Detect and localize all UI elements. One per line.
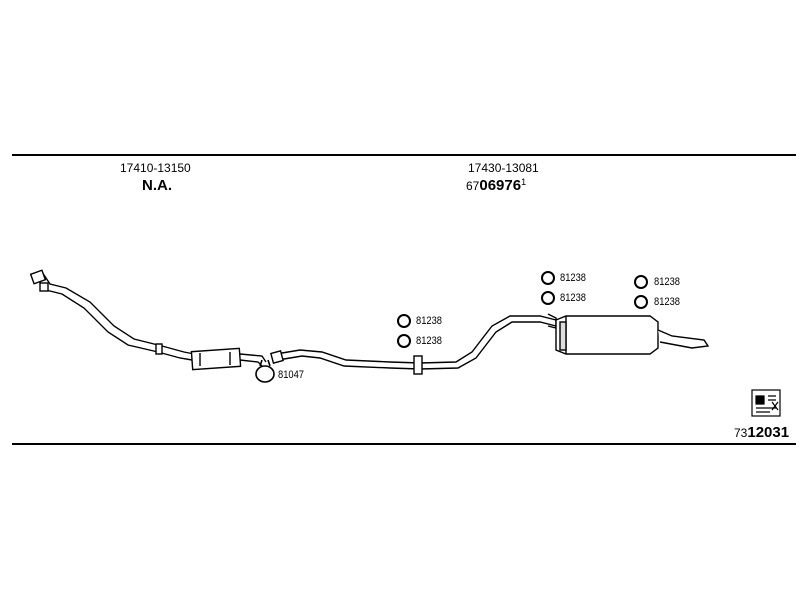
mid-ring-bottom-icon — [397, 334, 411, 348]
parts-catalog-icon — [751, 389, 781, 417]
rear-part-prefix: 67 — [466, 179, 480, 193]
rear-left-top-label: 81238 — [560, 272, 587, 284]
front-section-status: N.A. — [142, 177, 172, 194]
front-section-code: 17410-13150 — [120, 161, 191, 175]
bottom-rule — [12, 443, 796, 445]
rear-right-bottom-ring-icon — [634, 295, 648, 309]
rear-left-top-ring-icon — [541, 271, 555, 285]
mid-ring-bottom-label: 81238 — [416, 335, 443, 347]
mid-ring-top-icon — [397, 314, 411, 328]
intermediate-pipe — [270, 313, 557, 375]
front-silencer — [190, 347, 267, 371]
front-ring-label: 81047 — [278, 369, 305, 381]
diagram-reference-number: 7312031 — [734, 425, 789, 441]
rear-left-bottom-label: 81238 — [560, 292, 587, 304]
rear-part-suffix: 1 — [521, 177, 527, 187]
rear-left-bottom-ring-icon — [541, 291, 555, 305]
front-pipe — [29, 269, 195, 361]
rear-right-top-ring-icon — [634, 275, 648, 289]
diagram-reference-main: 12031 — [747, 424, 790, 441]
mid-ring-top-label: 81238 — [416, 315, 443, 327]
diagram-reference-prefix: 73 — [734, 426, 748, 440]
o-rings — [397, 271, 648, 348]
rear-silencer — [555, 315, 710, 355]
rear-right-top-label: 81238 — [654, 276, 681, 288]
rear-section-code: 17430-13081 — [468, 161, 539, 175]
rear-part-number: 06976 — [479, 177, 522, 194]
top-rule — [12, 154, 796, 156]
front-mount-ring — [255, 359, 275, 383]
rear-section-part-number: 67069761 — [466, 178, 526, 194]
rear-right-bottom-label: 81238 — [654, 296, 681, 308]
